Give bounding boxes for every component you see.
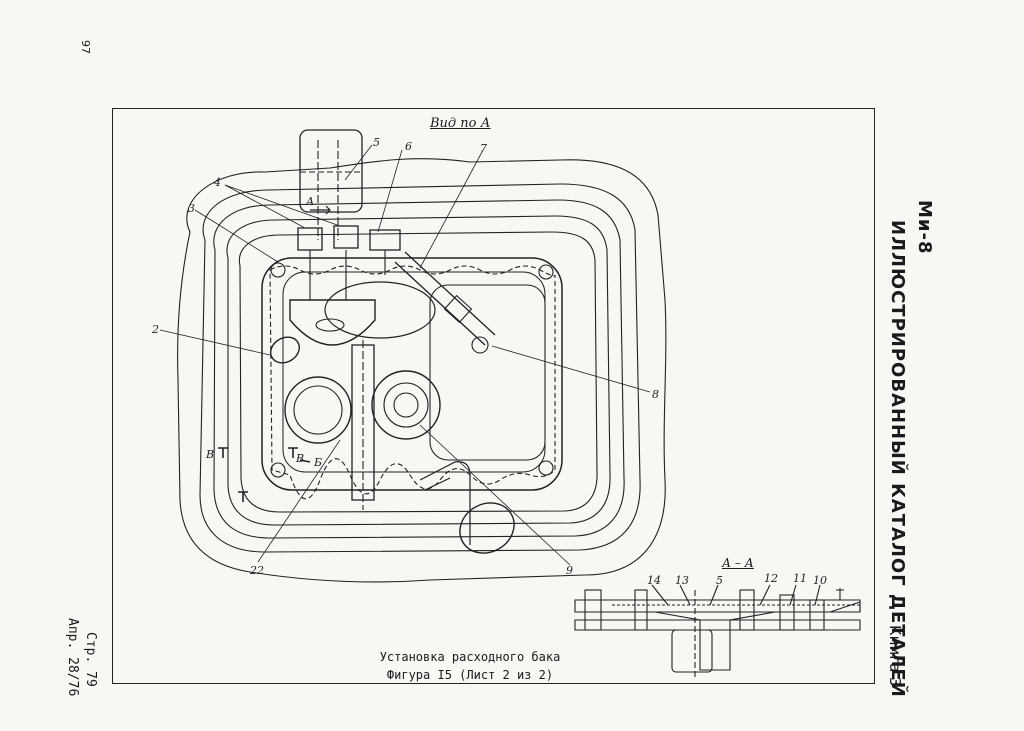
left-port	[269, 336, 301, 364]
view-label: Вид по А	[430, 116, 491, 131]
callout-4: 4	[213, 176, 221, 189]
dome-housing	[289, 299, 376, 346]
inner-window	[429, 284, 546, 461]
section-label: А – А	[722, 556, 754, 570]
callout-9: 9	[566, 564, 573, 577]
tank-outline-2	[199, 183, 641, 553]
stamp-page: Стр. 79	[83, 632, 98, 687]
tank-outline-3	[213, 199, 625, 539]
fitting-mid	[333, 225, 359, 249]
tank-outline-outer	[177, 158, 667, 583]
callout-6: 6	[405, 140, 412, 153]
callout-13: 13	[675, 574, 689, 587]
fitting-right	[369, 229, 401, 251]
callout-5: 5	[373, 136, 380, 149]
lower-flange	[284, 376, 352, 444]
stamp-date: Апр. 28/76	[65, 618, 80, 697]
cover-seam	[269, 265, 556, 500]
callout-22: 22	[249, 564, 264, 577]
callout-5b: 5	[716, 574, 723, 587]
callout-12: 12	[764, 572, 778, 585]
callout-14: 14	[647, 574, 661, 587]
section-mark-b: Б	[313, 456, 322, 469]
right-flange	[371, 370, 441, 440]
callout-3: 3	[188, 202, 195, 215]
pump-box	[299, 129, 363, 213]
tank-outline-4	[226, 215, 611, 526]
caption-line-1: Установка расходного бака	[379, 650, 561, 664]
figure-caption: Установка расходного бака Фигура I5 (Лис…	[360, 648, 580, 684]
section-mark-v2: В	[295, 452, 304, 465]
caption-line-2: Фигура I5 (Лист 2 из 2)	[386, 668, 554, 682]
tank-outline-5	[238, 231, 598, 513]
callout-2: 2	[151, 323, 159, 336]
section-mark-v1: В	[205, 448, 214, 461]
cover-plate	[261, 257, 563, 491]
callout-7: 7	[480, 142, 487, 155]
drawing-frame	[112, 108, 875, 684]
callout-8: 8	[652, 388, 659, 401]
small-a-label: А	[305, 195, 314, 208]
callout-10: 10	[813, 574, 827, 587]
drain-tube	[419, 461, 471, 545]
diagonal-valve	[394, 251, 496, 346]
section-a-a	[574, 584, 861, 680]
callout-11: 11	[793, 572, 807, 585]
drain-bulb	[459, 502, 515, 554]
